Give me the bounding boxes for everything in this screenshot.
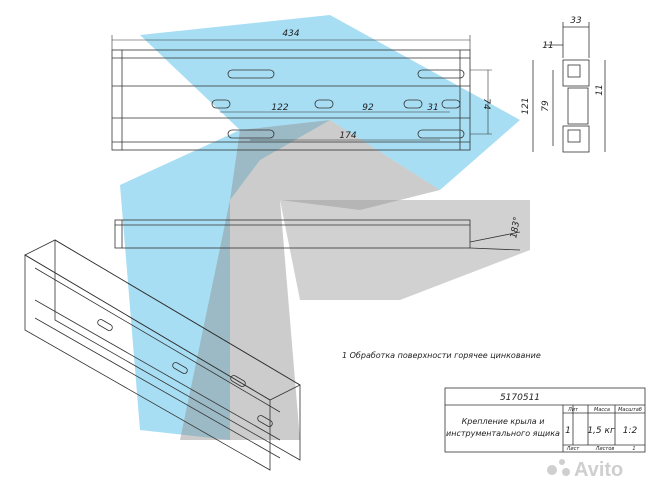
watermark-gray-band bbox=[230, 120, 440, 210]
section-top-box bbox=[562, 59, 590, 87]
top-view bbox=[114, 219, 521, 251]
iso-back-face bbox=[54, 239, 301, 461]
avito-dot-icon bbox=[559, 459, 565, 465]
avito-dot-icon bbox=[562, 468, 570, 476]
dim-section-side: 11 bbox=[595, 84, 605, 95]
mass-header: Масса bbox=[594, 407, 610, 413]
part-name-line1: Крепление крыла и bbox=[462, 417, 545, 426]
dim-174: 174 bbox=[339, 131, 356, 141]
watermark-gray-lower bbox=[180, 200, 300, 440]
dim-92: 92 bbox=[362, 103, 374, 113]
dim-section-height: 121 bbox=[521, 97, 531, 114]
slot bbox=[227, 69, 275, 79]
title-block bbox=[444, 387, 646, 453]
slot bbox=[227, 129, 275, 139]
lit-value: 1 bbox=[565, 426, 571, 436]
part-name-line2: инструментального ящика bbox=[446, 429, 560, 438]
sheets-label: Листов bbox=[595, 446, 615, 452]
avito-watermark: Avito bbox=[547, 459, 623, 481]
watermark-blue-lower bbox=[120, 120, 330, 440]
scale-header: Масштаб bbox=[618, 407, 642, 413]
dim-section-mid: 79 bbox=[541, 100, 551, 112]
surface-treatment-note: 1 Обработка поверхности горячее цинкован… bbox=[342, 351, 541, 360]
avito-dot-icon bbox=[547, 465, 557, 475]
sheet-label: Лист bbox=[566, 446, 581, 452]
dim-section-top: 11 bbox=[542, 41, 553, 51]
dim-31: 31 bbox=[427, 103, 438, 113]
slot bbox=[403, 99, 423, 109]
isometric-view bbox=[24, 239, 301, 471]
slot bbox=[211, 99, 231, 109]
front-view-outline bbox=[111, 49, 471, 151]
slot bbox=[314, 99, 334, 109]
slot bbox=[417, 69, 465, 79]
avito-watermark-text: Avito bbox=[574, 459, 623, 481]
section-view bbox=[532, 22, 606, 153]
dim-overall-length: 434 bbox=[282, 29, 299, 39]
dim-section-width: 33 bbox=[570, 16, 582, 26]
watermark-blue-band bbox=[140, 15, 520, 190]
slot bbox=[441, 99, 461, 109]
top-view-outline bbox=[114, 219, 471, 249]
sheets-value: 1 bbox=[632, 446, 635, 452]
front-view bbox=[111, 49, 471, 151]
dim-height-74: 74 bbox=[481, 98, 491, 110]
watermark-gray-right bbox=[280, 200, 530, 300]
section-bottom-box bbox=[562, 125, 590, 153]
dim-angle: 183° bbox=[509, 216, 523, 239]
dim-122: 122 bbox=[271, 103, 288, 113]
dimension-lines bbox=[111, 35, 492, 141]
lit-header: Лит bbox=[567, 407, 579, 413]
slot bbox=[417, 129, 465, 139]
part-number: 5170511 bbox=[500, 393, 540, 403]
mass-value: 1,5 кг bbox=[587, 426, 615, 436]
scale-value: 1:2 bbox=[623, 426, 638, 436]
watermark-logo-shapes bbox=[120, 15, 530, 440]
iso-front-face bbox=[24, 254, 271, 471]
